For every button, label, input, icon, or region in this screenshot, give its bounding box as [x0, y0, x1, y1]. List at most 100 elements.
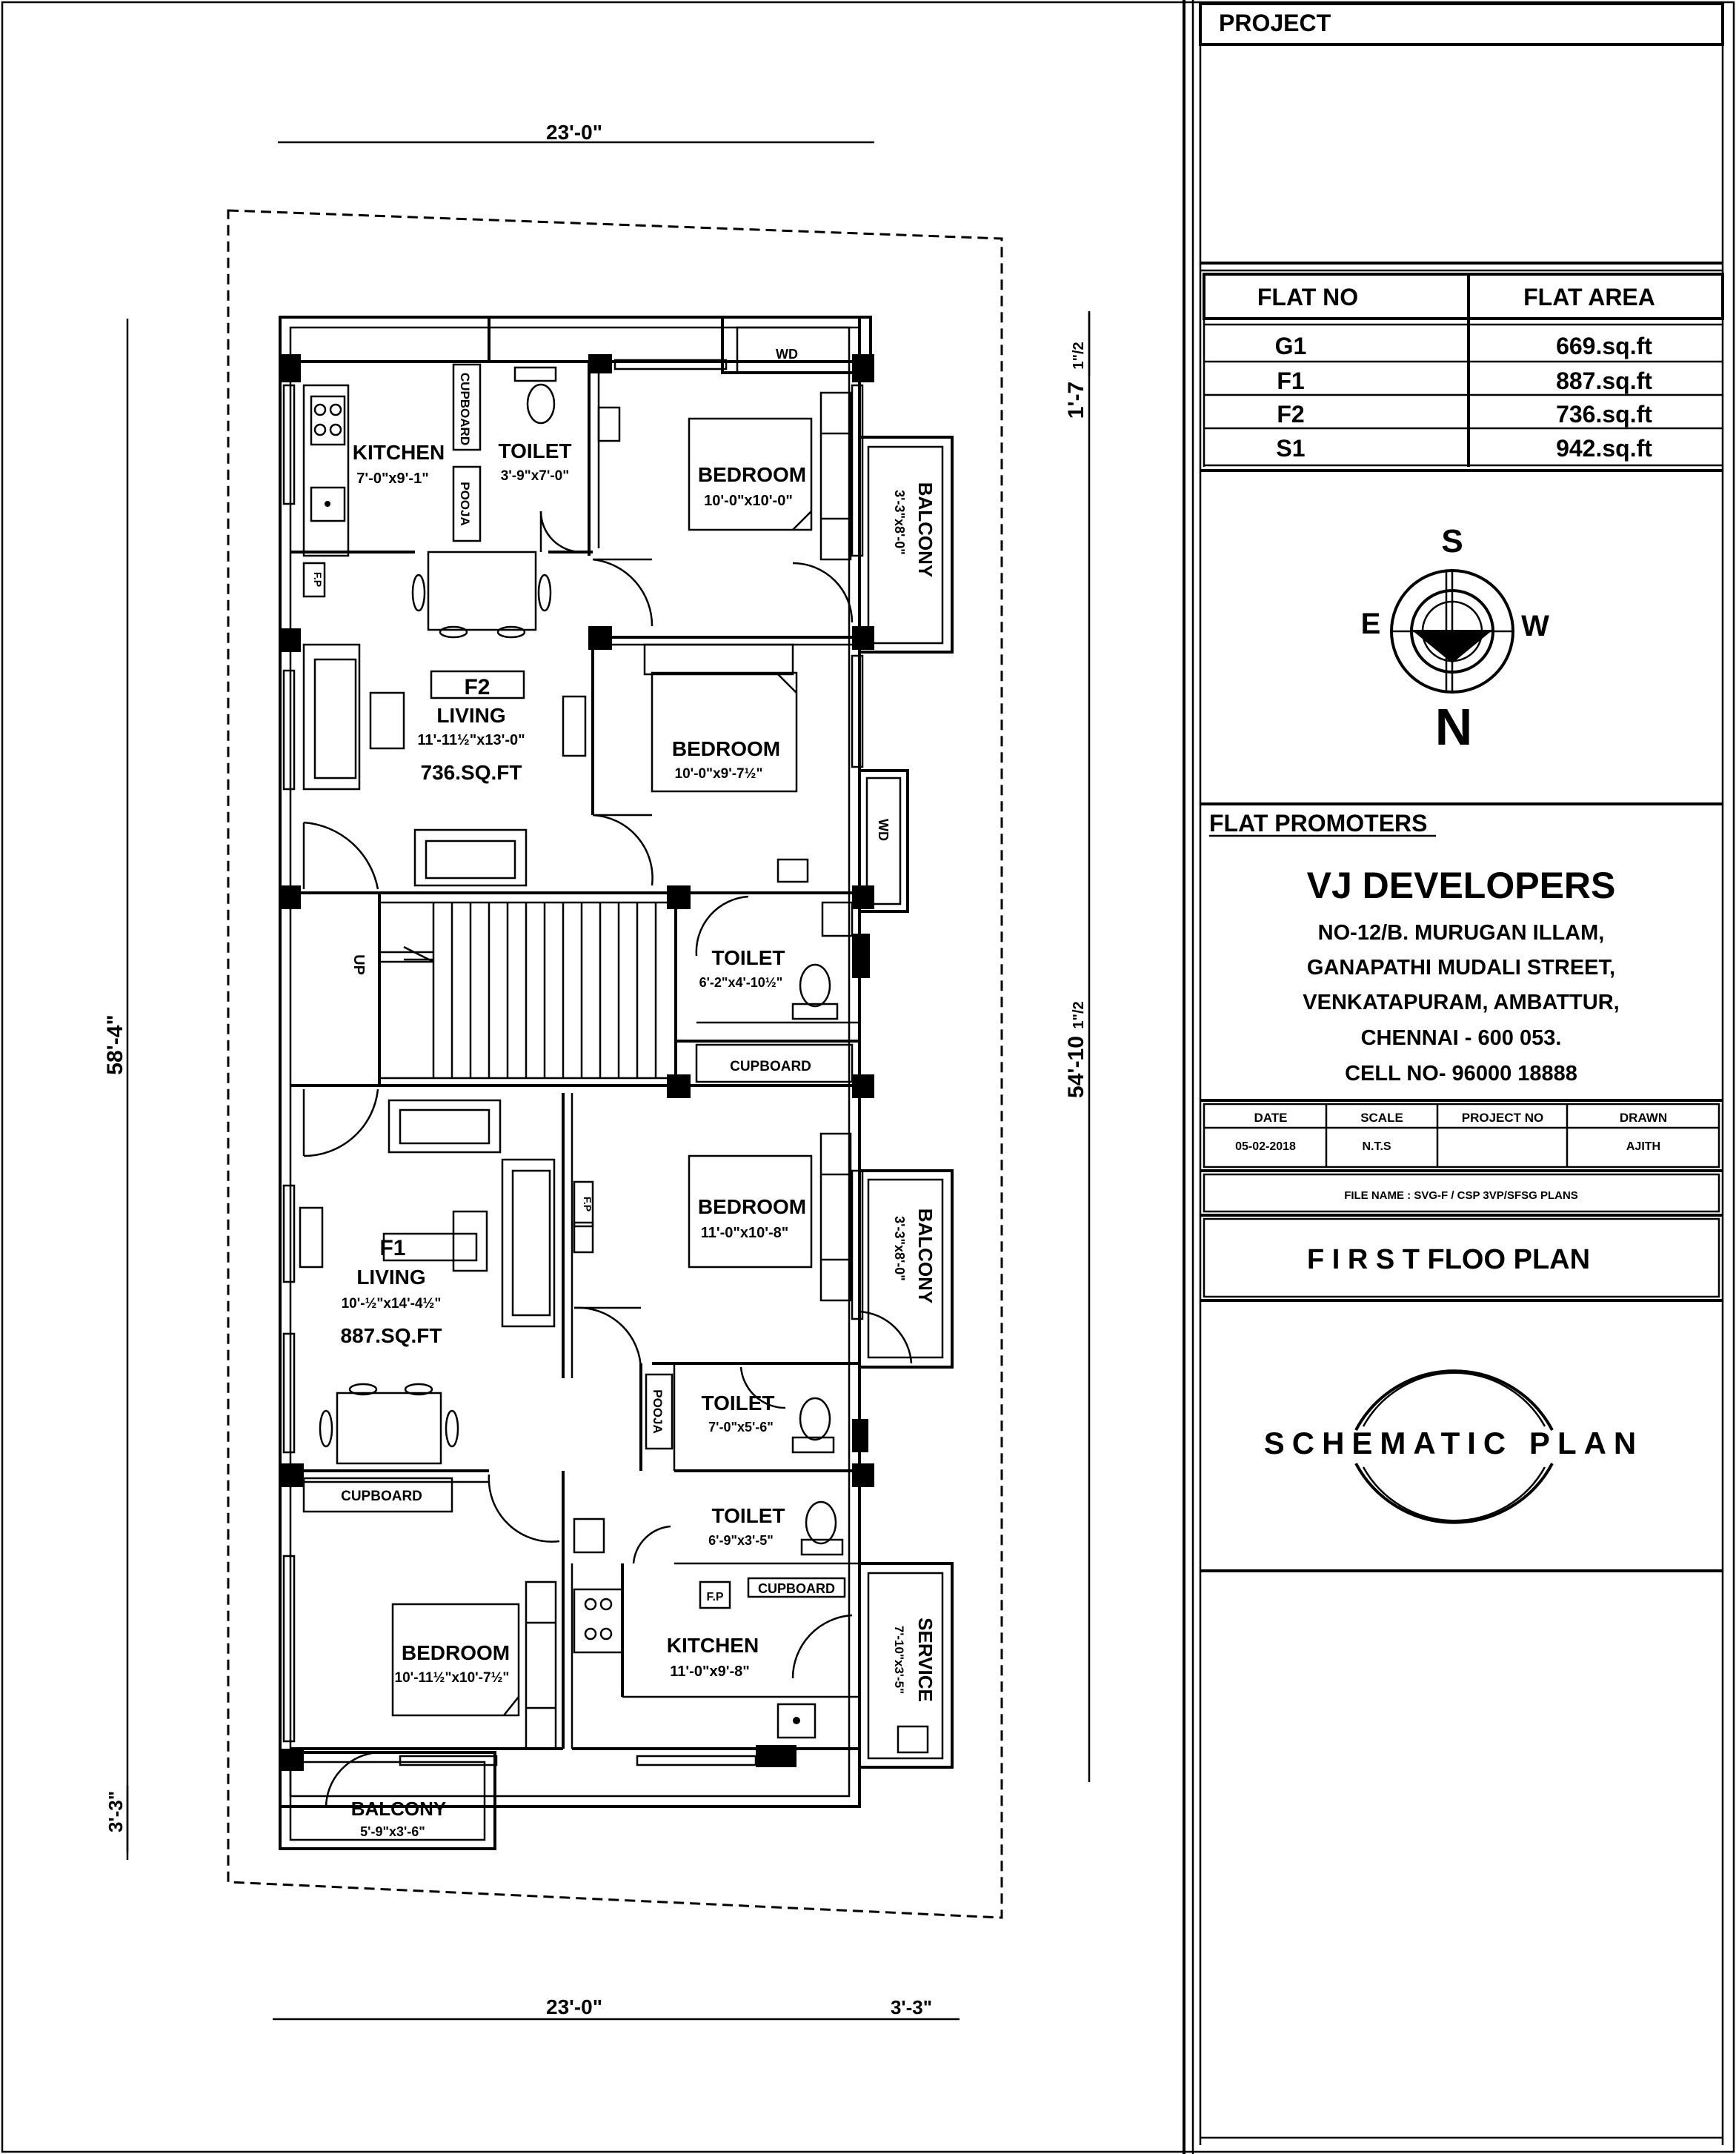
area-row-area: 669.sq.ft	[1556, 333, 1652, 359]
columns	[282, 354, 874, 1771]
info-value-drawn: AJITH	[1626, 1140, 1660, 1153]
schematic-plan-title: SCHEMATIC PLAN	[1264, 1426, 1644, 1460]
project-label: PROJECT	[1219, 10, 1331, 36]
info-header-drawn: DRAWN	[1620, 1111, 1667, 1125]
room-service-name: SERVICE	[914, 1618, 937, 1702]
area-row-flat: F1	[1277, 368, 1304, 394]
dim-bottom-extra: 3'-3"	[891, 1996, 932, 2018]
walls	[279, 316, 954, 1850]
cupboard-b-label: CUPBOARD	[730, 1059, 811, 1074]
room-toilet-a-size: 3'-9"x7'-0"	[501, 468, 570, 484]
room-service-size: 7'-10"x3'-5"	[892, 1626, 906, 1694]
room-bedroom-d-name: BEDROOM	[402, 1641, 510, 1664]
dim-left-bottom: 3'-3"	[104, 1791, 127, 1832]
dim-bottom-width: 23'-0"	[546, 1995, 602, 2018]
room-toilet-b-size: 6'-2"x4'-10½"	[699, 975, 783, 990]
room-bedroom-a-size: 10'-0"x10'-0"	[704, 493, 793, 509]
fridge-a-label: F.P	[312, 572, 324, 587]
flat-f2-box	[430, 670, 525, 699]
compass-left-letter: E	[1361, 608, 1381, 640]
wd-a-label: WD	[776, 347, 798, 362]
room-bedroom-c-name: BEDROOM	[698, 1195, 806, 1218]
room-kitchen-f2-name: KITCHEN	[353, 441, 445, 464]
room-labels: KITCHEN 7'-0"x9'-1" CUPBOARD POOJA TOILE…	[312, 347, 937, 1839]
area-table-header-flat: FLAT NO	[1257, 284, 1358, 310]
area-row-area: 887.sq.ft	[1556, 368, 1652, 394]
room-living-f1-name: LIVING	[356, 1266, 425, 1289]
area-row-flat: S1	[1276, 435, 1305, 462]
room-toilet-b-name: TOILET	[711, 946, 785, 969]
staircase	[379, 903, 667, 1080]
room-living-f2-area: 736.SQ.FT	[421, 761, 522, 784]
plot-boundary	[227, 209, 1003, 1919]
file-name: FILE NAME : SVG-F / CSP 3VP/SFSG PLANS	[1344, 1189, 1578, 1202]
room-toilet-c-name: TOILET	[701, 1392, 774, 1415]
info-header-scale: SCALE	[1360, 1111, 1403, 1125]
compass-right-letter: W	[1521, 610, 1549, 642]
info-header-project-no: PROJECT NO	[1462, 1111, 1544, 1125]
room-kitchen-f2-size: 7'-0"x9'-1"	[356, 471, 428, 487]
dim-left-total: 58'-4"	[103, 1014, 127, 1074]
fp-label: F.P	[706, 1591, 723, 1603]
room-balcony-c-name: BALCONY	[914, 1209, 937, 1304]
room-living-f2-name: LIVING	[436, 704, 505, 727]
area-row-area: 736.sq.ft	[1556, 401, 1652, 428]
dim-top-width: 23'-0"	[546, 121, 602, 144]
room-balcony-a-size: 3'-3"x8'-0"	[892, 490, 907, 555]
north-compass-icon	[1390, 569, 1514, 694]
dimension-lines	[126, 141, 1091, 2021]
schematic-emblem	[1354, 1369, 1554, 1524]
area-table-rows: G1 669.sq.ft F1 887.sq.ft F2 736.sq.ft S…	[1275, 333, 1653, 462]
address-line-4: CHENNAI - 600 053.	[1361, 1026, 1562, 1050]
room-toilet-c-size: 7'-0"x5'-6"	[708, 1420, 774, 1435]
compass-bottom-letter: N	[1435, 698, 1473, 756]
info-table	[1203, 1103, 1720, 1169]
drawing-title-box	[1203, 1217, 1720, 1298]
room-kitchen-f1-size: 11'-0"x9'-8"	[670, 1663, 749, 1680]
cupboard-e-label: CUPBOARD	[758, 1581, 835, 1596]
address-line-1: NO-12/B. MURUGAN ILLAM,	[1318, 921, 1605, 945]
area-row-area: 942.sq.ft	[1556, 435, 1652, 462]
company-name: VJ DEVELOPERS	[1307, 865, 1616, 906]
dim-right-top-frac: 1"/2	[1071, 342, 1087, 369]
door-swings	[302, 511, 913, 1809]
compass-top-letter: S	[1441, 523, 1463, 559]
info-value-date: 05-02-2018	[1235, 1140, 1296, 1153]
room-bedroom-b-size: 10'-0"x9'-7½"	[675, 766, 763, 782]
dim-right-top: 1'-7	[1064, 382, 1088, 419]
room-bedroom-b-name: BEDROOM	[672, 737, 780, 760]
drawing-title: F I R S T FLOO PLAN	[1307, 1244, 1590, 1275]
stair-up-label: UP	[350, 954, 367, 975]
flat-f1-box	[382, 1232, 478, 1262]
furniture	[299, 363, 929, 1754]
room-bedroom-a-name: BEDROOM	[698, 463, 806, 486]
cupboard-d-label: CUPBOARD	[341, 1489, 422, 1504]
room-balcony-d-size: 5'-9"x3'-6"	[360, 1824, 425, 1839]
area-table-header-area: FLAT AREA	[1523, 284, 1655, 310]
address-line-3: VENKATAPURAM, AMBATTUR,	[1303, 991, 1619, 1014]
wd-b-label: WD	[876, 819, 891, 841]
room-balcony-c-size: 3'-3"x8'-0"	[892, 1216, 907, 1281]
room-living-f1-size: 10'-½"x14'-4½"	[342, 1296, 442, 1312]
info-header-date: DATE	[1254, 1111, 1287, 1125]
area-table	[1203, 273, 1724, 467]
dim-right-total: 54'-10	[1064, 1036, 1088, 1098]
room-living-f2-size: 11'-11½"x13'-0"	[417, 732, 525, 748]
room-bedroom-d-size: 10'-11½"x10'-7½"	[395, 1670, 510, 1686]
room-balcony-d-name: BALCONY	[351, 1798, 447, 1820]
flat-f2-tag: F2	[464, 675, 490, 699]
address-line-2: GANAPATHI MUDALI STREET,	[1307, 956, 1615, 980]
room-toilet-d-size: 6'-9"x3'-5"	[708, 1533, 774, 1548]
room-balcony-a-name: BALCONY	[914, 482, 937, 578]
flat-f1-tag: F1	[379, 1236, 405, 1260]
info-value-scale: N.T.S	[1362, 1140, 1391, 1153]
room-living-f1-area: 887.SQ.FT	[341, 1324, 442, 1347]
area-row-flat: F2	[1277, 401, 1304, 428]
area-row-flat: G1	[1275, 333, 1307, 359]
room-bedroom-c-size: 11'-0"x10'-8"	[701, 1225, 789, 1241]
pooja-a-label: POOJA	[458, 482, 472, 526]
dim-right-total-frac: 1"/2	[1071, 1001, 1087, 1028]
file-name-box	[1203, 1173, 1720, 1213]
